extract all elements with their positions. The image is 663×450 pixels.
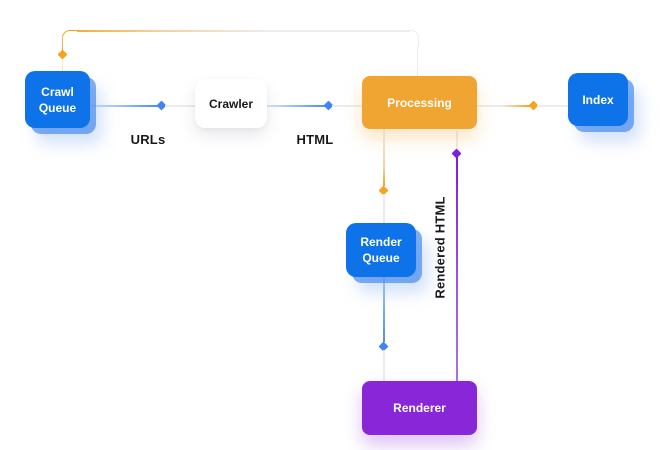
edge-processing-crawlqueue-horizontal	[77, 30, 410, 32]
edge-processing-crawlqueue-corner-right	[410, 30, 419, 47]
edge-crawler-processing-a	[267, 105, 325, 107]
node-crawl-queue: Crawl Queue	[25, 71, 90, 128]
node-index: Index	[568, 73, 628, 126]
edge-renderqueue-renderer-a	[383, 277, 385, 342]
edge-processing-crawlqueue-tail-faint	[61, 58, 63, 71]
edge-crawlqueue-crawler-b	[165, 105, 195, 107]
edge-processing-index-a	[477, 105, 530, 107]
edge-processing-renderqueue-b	[383, 194, 385, 223]
node-render-queue-label: Render Queue	[360, 235, 402, 265]
edge-crawlqueue-crawler-a	[90, 105, 158, 107]
edge-crawler-processing-b	[332, 105, 362, 107]
edge-label-urls: URLs	[130, 132, 166, 147]
node-render-queue: Render Queue	[346, 223, 416, 277]
edge-processing-crawlqueue-vertical-left	[61, 37, 63, 50]
edge-renderer-processing-main	[456, 157, 458, 381]
edge-label-html: HTML	[296, 132, 334, 147]
edge-processing-crawlqueue-corner-left	[61, 30, 79, 47]
edge-processing-index-b	[537, 105, 568, 107]
node-crawler-label: Crawler	[208, 96, 254, 111]
edge-renderer-processing-faint	[456, 131, 458, 149]
node-processing-label: Processing	[387, 95, 452, 110]
edge-label-rendered-html: Rendered HTML	[432, 196, 448, 299]
node-index-label: Index	[582, 92, 614, 107]
node-renderer: Renderer	[362, 381, 477, 435]
edge-processing-renderqueue-a	[383, 129, 385, 186]
node-crawler: Crawler	[195, 79, 267, 128]
node-crawl-queue-label: Crawl Queue	[38, 84, 77, 115]
node-renderer-label: Renderer	[393, 401, 446, 415]
edge-renderqueue-renderer-b	[383, 350, 385, 381]
node-processing: Processing	[362, 76, 477, 129]
edge-processing-crawlqueue-vertical-right	[416, 46, 418, 76]
